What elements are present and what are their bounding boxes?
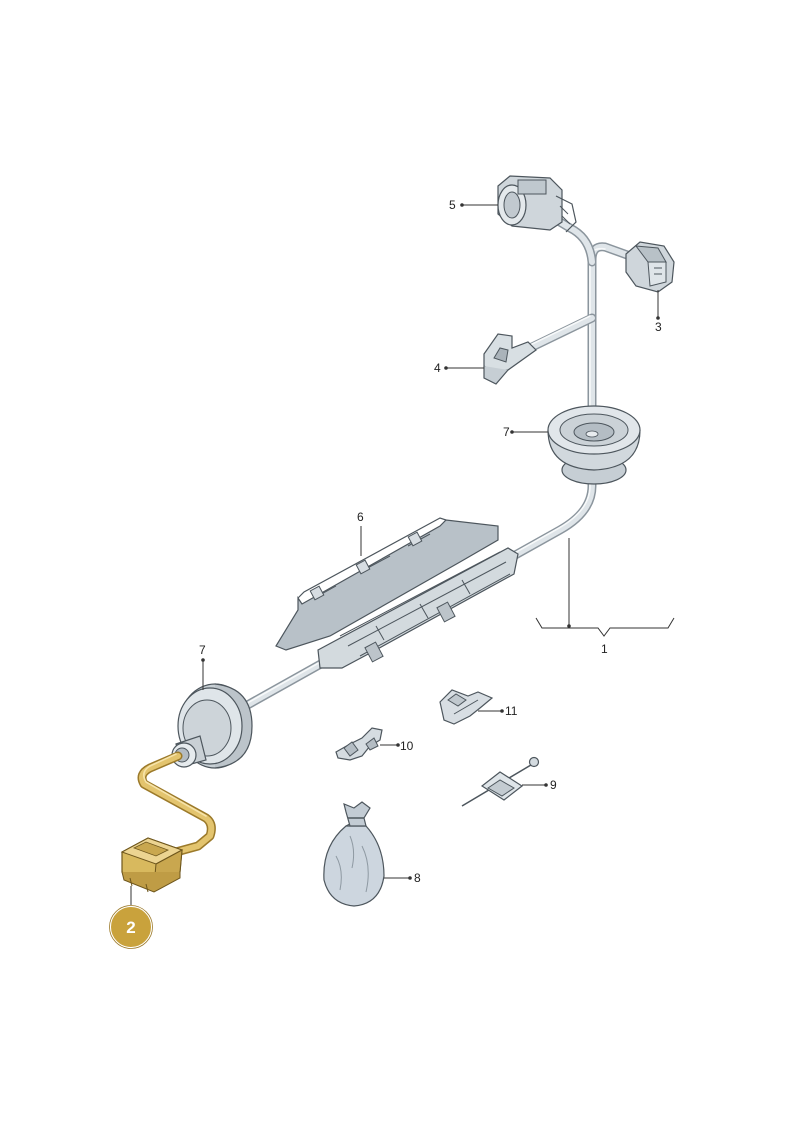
- clip-9[interactable]: [461, 756, 540, 807]
- highlighted-part-2[interactable]: [120, 751, 216, 893]
- callout-6: 6: [357, 510, 364, 524]
- wiring-harness[interactable]: [230, 217, 635, 717]
- callout-1: 1: [601, 642, 608, 656]
- callout-5: 5: [449, 198, 456, 212]
- callout-2-badge[interactable]: 2: [109, 905, 153, 949]
- holder-11[interactable]: [439, 689, 494, 725]
- connector-3[interactable]: [625, 241, 675, 293]
- grommet-7-lower[interactable]: [171, 683, 253, 769]
- callout-2: 2: [126, 918, 135, 937]
- clip-10[interactable]: [335, 727, 383, 761]
- callout-3: 3: [655, 320, 662, 334]
- callout-4: 4: [434, 361, 441, 375]
- connector-5[interactable]: [497, 175, 577, 233]
- holder-4[interactable]: [483, 333, 537, 385]
- callout-8: 8: [414, 871, 421, 885]
- callout-11: 11: [505, 704, 518, 718]
- callout-7-lower: 7: [199, 643, 206, 657]
- leader-lines: [130, 203, 675, 906]
- bag-8[interactable]: [323, 801, 385, 907]
- cable-duct-6[interactable]: [275, 517, 519, 669]
- callout-10: 10: [400, 739, 414, 753]
- grommet-7-upper[interactable]: [547, 405, 641, 485]
- callout-9: 9: [550, 778, 557, 792]
- callout-7-upper: 7: [503, 425, 510, 439]
